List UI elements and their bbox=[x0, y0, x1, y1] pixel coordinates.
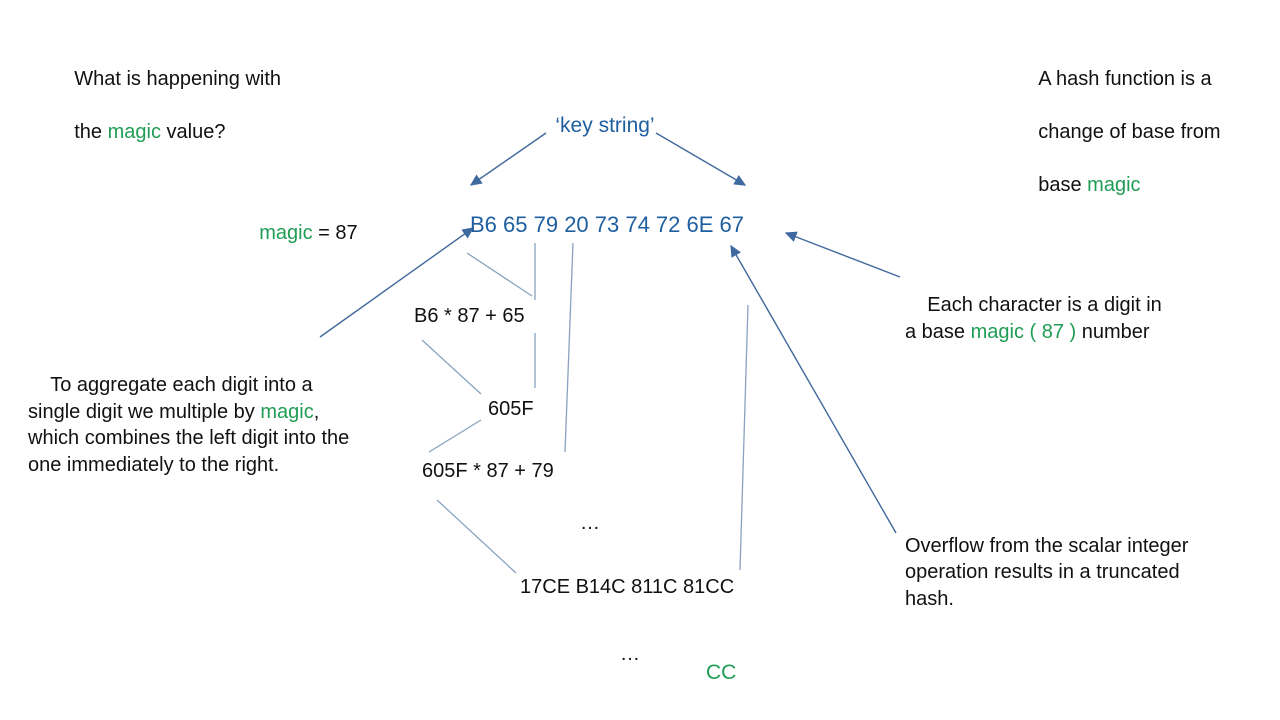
note-top-right-line1: A hash function is a bbox=[1038, 68, 1212, 91]
line-step1-to-hex bbox=[466, 252, 533, 297]
magic-value-assignment: = 87 bbox=[312, 222, 358, 245]
magic-keyword: magic bbox=[1087, 173, 1141, 196]
note-left-aggregate: To aggregate each digit into a single di… bbox=[28, 346, 358, 504]
line-step2-to-step3 bbox=[428, 419, 482, 453]
line-step3-to-step4 bbox=[436, 499, 517, 574]
arrow-keystring-to-hex-right bbox=[655, 132, 747, 186]
magic-keyword: magic bbox=[260, 400, 314, 423]
note-right-top-part1: Each character is a digit in a base bbox=[905, 294, 1168, 343]
note-right-overflow: Overflow from the scalar integer operati… bbox=[905, 535, 1194, 610]
ellipsis-upper: … bbox=[580, 512, 600, 534]
arrow-keystring-to-hex-left bbox=[469, 132, 547, 186]
key-string-label: ‘key string’ bbox=[555, 114, 655, 137]
note-right-top-part2: number bbox=[1076, 320, 1150, 343]
step-4-full-hash: 17CE B14C 811C 81CC bbox=[520, 576, 735, 598]
note-right-each-character: Each character is a digit in a base magi… bbox=[905, 266, 1175, 372]
final-hash-result: CC bbox=[706, 661, 737, 684]
step-3-expression: 605F * 87 + 79 bbox=[422, 460, 554, 482]
note-top-left: What is happening with the magic value? bbox=[52, 40, 352, 172]
line-hex-to-step4 bbox=[739, 304, 749, 571]
note-top-left-line1: What is happening with bbox=[74, 68, 282, 91]
note-top-left-line2-prefix: the bbox=[74, 121, 108, 144]
magic-keyword: magic ( 87 ) bbox=[970, 320, 1077, 343]
magic-keyword: magic bbox=[259, 222, 313, 245]
note-top-right-line2: change of base from bbox=[1038, 121, 1221, 144]
hex-byte-row: B6 65 79 20 73 74 72 6E 67 bbox=[470, 212, 745, 237]
note-left-part2: , which combines the left digit into the… bbox=[28, 400, 355, 476]
magic-value-label: magic = 87 bbox=[237, 194, 437, 273]
step-2-result: 605F bbox=[488, 398, 534, 420]
note-top-right-line3-prefix: base bbox=[1038, 173, 1088, 196]
note-top-right: A hash function is a change of base from… bbox=[1016, 40, 1266, 225]
note-left-part1: To aggregate each digit into a single di… bbox=[28, 374, 319, 423]
arrow-overflow-to-hex bbox=[730, 244, 897, 534]
line-step1-to-step2 bbox=[421, 339, 482, 395]
ellipsis-lower: … bbox=[620, 643, 640, 665]
magic-keyword: magic bbox=[107, 121, 161, 144]
step-1-expression: B6 * 87 + 65 bbox=[414, 305, 525, 327]
note-top-left-line2-suffix: value? bbox=[160, 121, 226, 144]
arrow-eachchar-to-hex bbox=[784, 231, 901, 278]
